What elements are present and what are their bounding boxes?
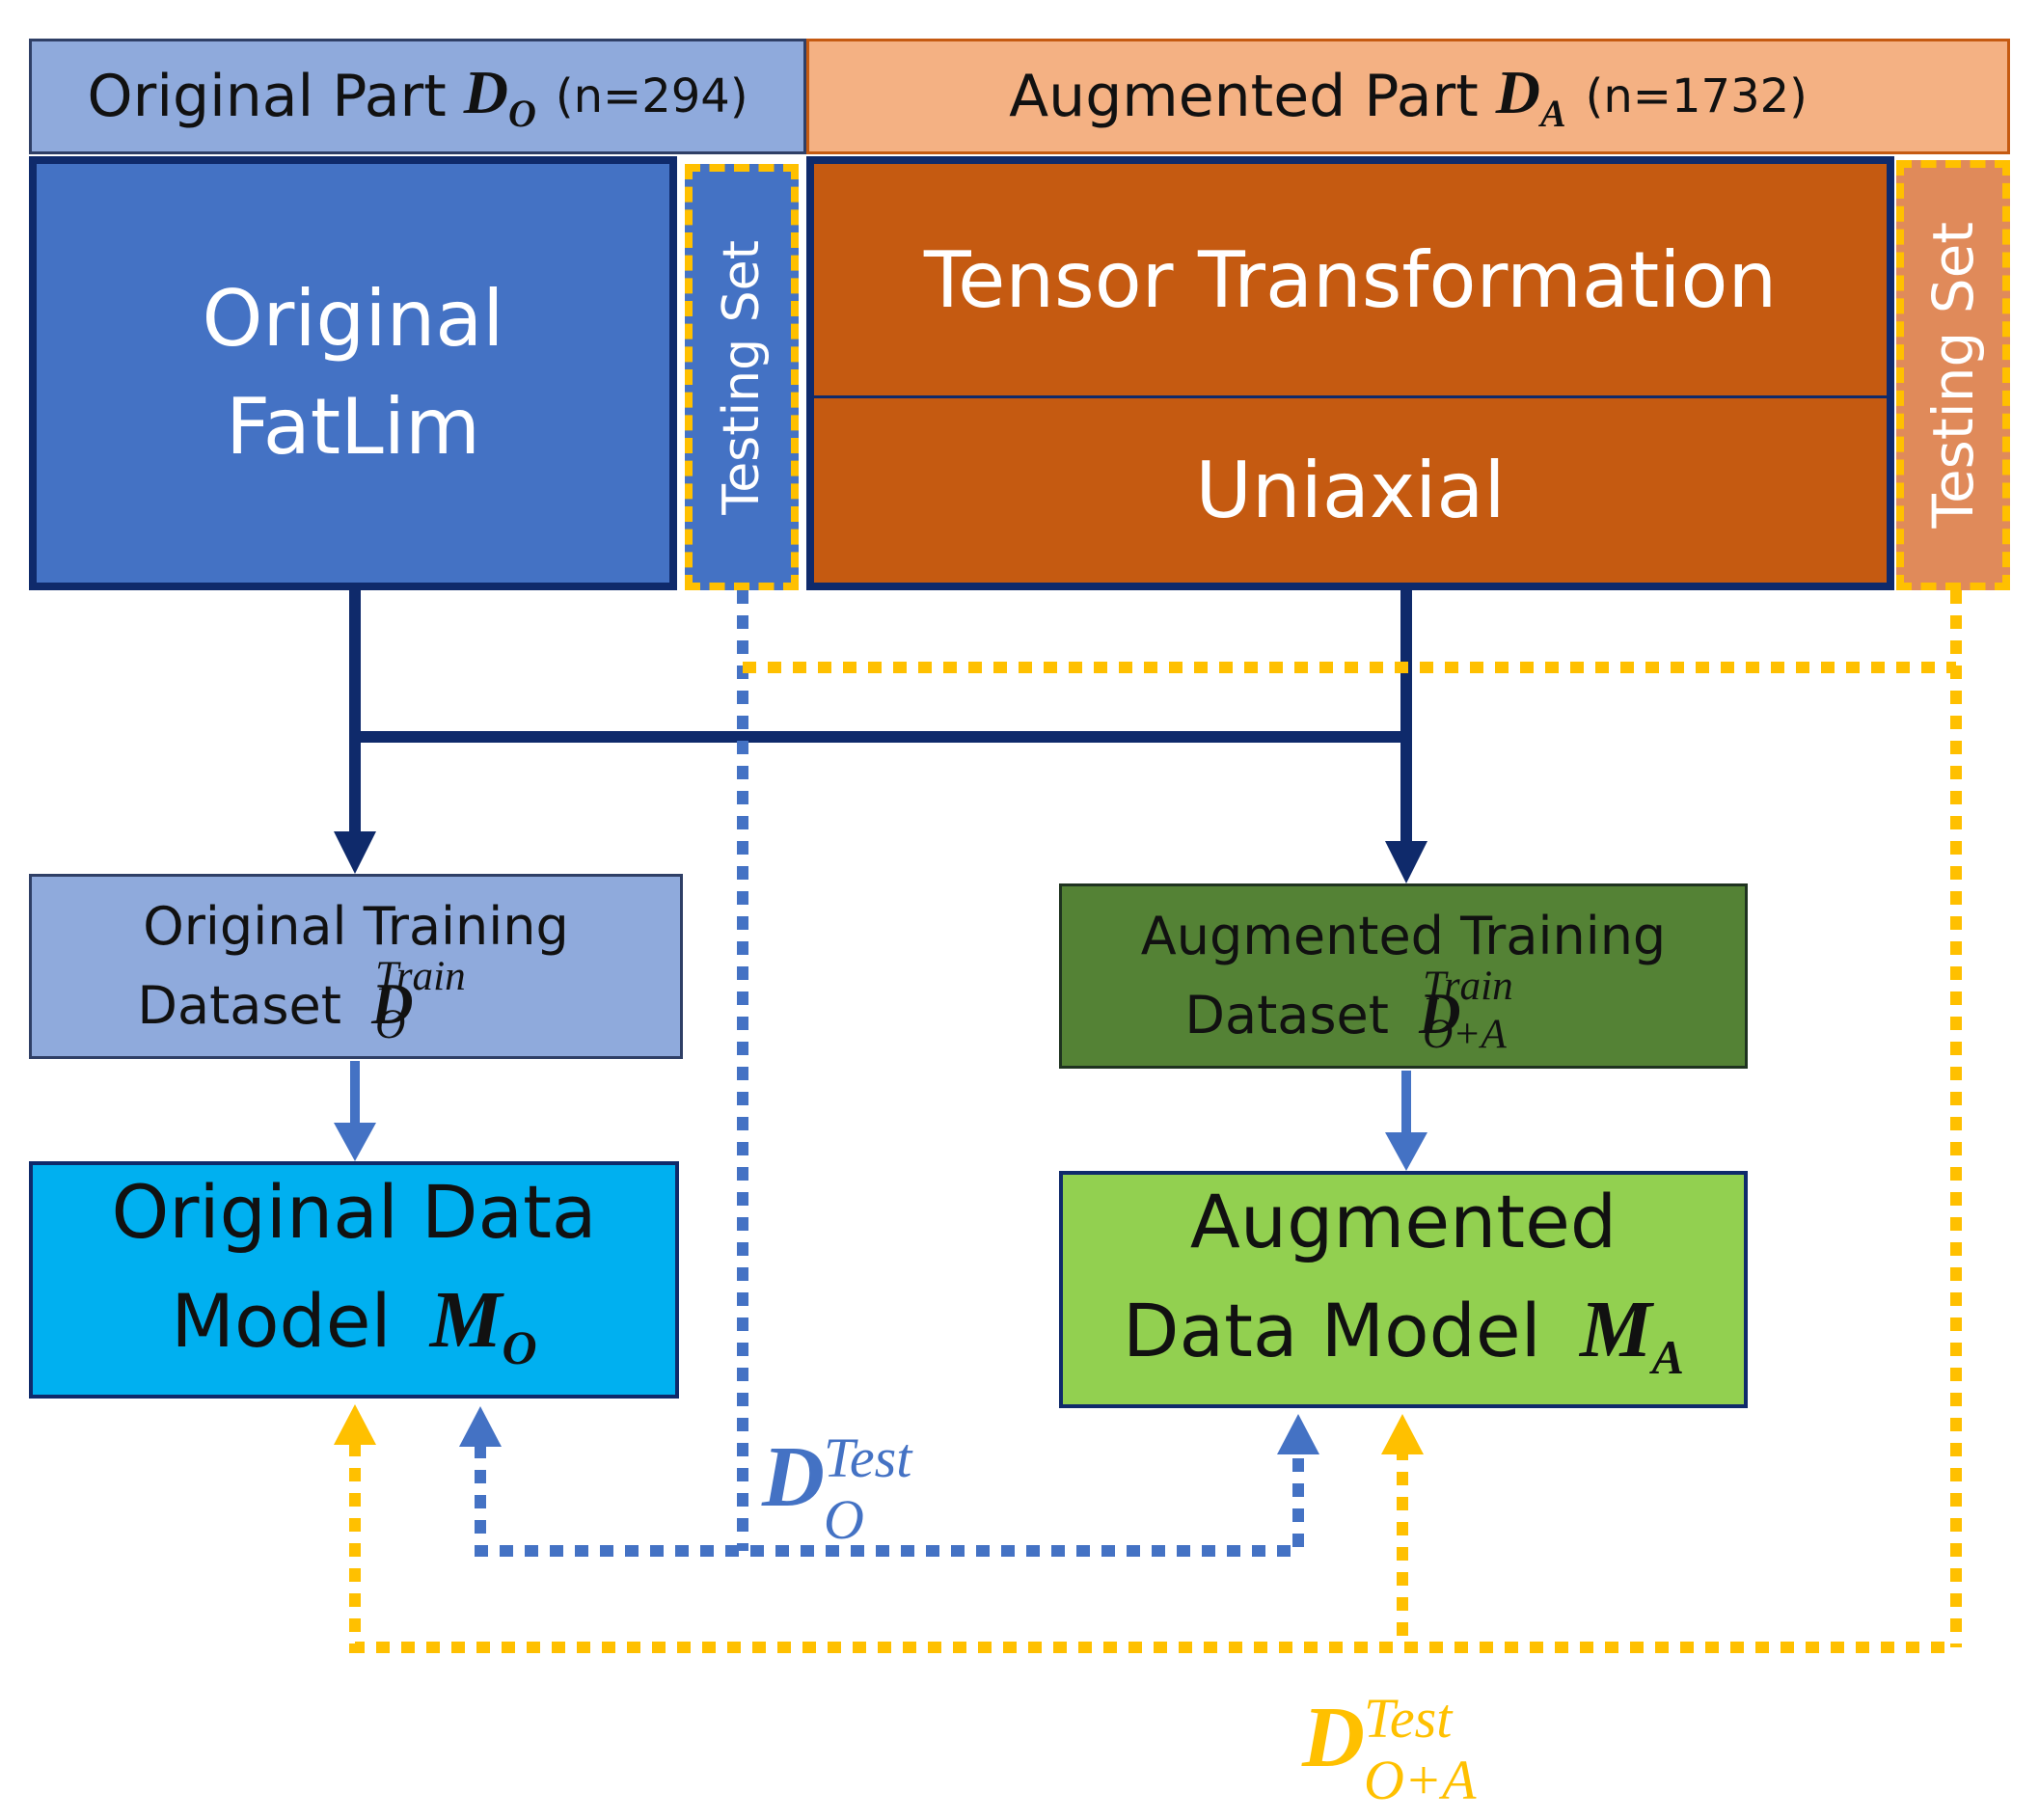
blue-arrow-to-augmented-model xyxy=(1277,1414,1319,1454)
arrow-to-augmented-model xyxy=(1385,1132,1427,1171)
original-data-model: Original Data Model MO xyxy=(29,1161,679,1399)
yellow-arrow-to-augmented-model xyxy=(1381,1414,1424,1454)
augmented-part-count: (n=1732) xyxy=(1585,69,1808,123)
uniaxial-cell: Uniaxial xyxy=(814,398,1887,582)
original-block-line1: Original xyxy=(202,274,504,364)
navy-connectors xyxy=(349,590,1412,849)
original-block-line2: FatLim xyxy=(226,382,480,472)
augmented-part-header: Augmented Part DA (n=1732) xyxy=(806,39,2010,154)
tensor-transformation-cell: Tensor Transformation xyxy=(814,164,1887,398)
original-model-line1: Original Data xyxy=(111,1169,597,1256)
original-training-line1: Original Training xyxy=(143,896,569,957)
original-part-header: Original Part DO (n=294) xyxy=(29,39,806,154)
tensor-transformation-label: Tensor Transformation xyxy=(923,234,1778,325)
augmented-model-line1: Augmented xyxy=(1189,1179,1618,1265)
augmented-block: Tensor Transformation Uniaxial xyxy=(806,156,1894,590)
testing-set-left: Testing Set xyxy=(685,164,799,590)
arrow-to-augmented-training xyxy=(1385,841,1427,883)
arrow-to-original-model xyxy=(334,1123,376,1161)
augmented-data-model: Augmented Data Model MA xyxy=(1059,1171,1748,1408)
original-part-count: (n=294) xyxy=(555,69,748,123)
original-part-label: Original Part xyxy=(87,63,447,130)
augmented-model-symbol: MA xyxy=(1579,1285,1685,1384)
original-part-symbol: DO xyxy=(463,58,536,135)
augmented-training-line1: Augmented Training xyxy=(1140,906,1667,966)
augmented-part-label: Augmented Part xyxy=(1009,63,1479,130)
augmented-training-line2: Dataset xyxy=(1184,985,1389,1046)
testing-set-right-label: Testing Set xyxy=(1920,222,1986,529)
testing-set-right: Testing Set xyxy=(1896,160,2010,590)
original-test-path xyxy=(475,590,1304,1557)
arrow-to-original-training xyxy=(334,831,376,874)
original-model-symbol: MO xyxy=(429,1275,537,1374)
augmented-part-symbol: DA xyxy=(1495,58,1566,135)
testing-set-left-label: Testing Set xyxy=(713,239,771,515)
original-model-line2: Model xyxy=(171,1278,392,1365)
yellow-arrow-to-original-model xyxy=(334,1404,376,1445)
blue-arrow-to-original-model xyxy=(459,1406,502,1447)
original-training-line2: Dataset xyxy=(137,975,341,1036)
augmented-model-line2: Data Model xyxy=(1122,1288,1541,1374)
uniaxial-label: Uniaxial xyxy=(1195,445,1506,535)
original-fatlim-block: Original FatLim xyxy=(29,156,677,590)
combined-test-path xyxy=(349,590,1962,1653)
